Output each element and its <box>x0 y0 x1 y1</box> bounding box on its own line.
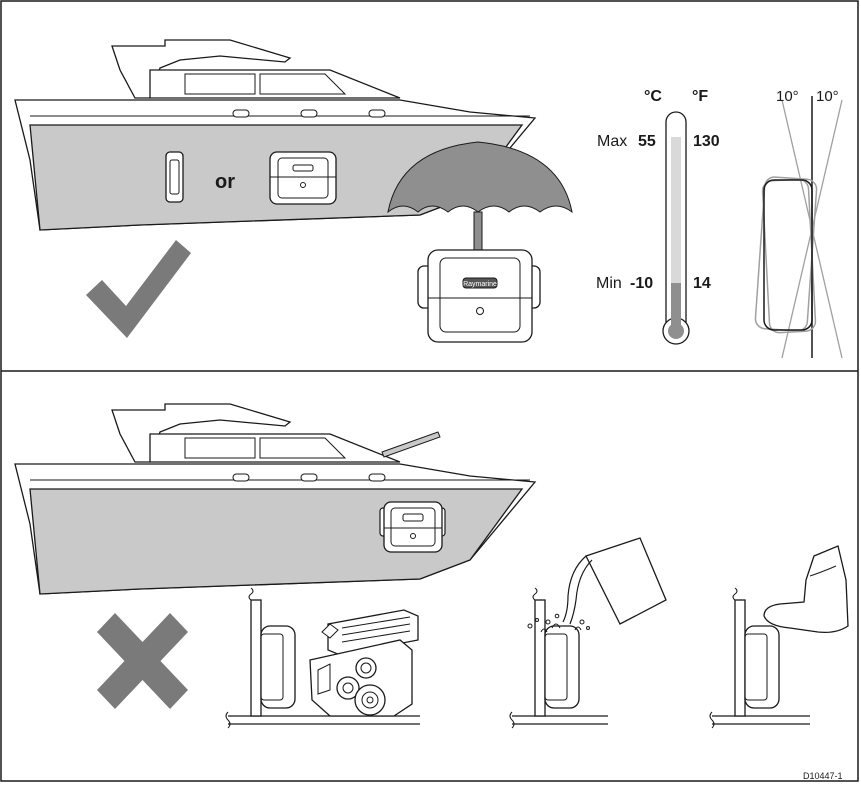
device-under-umbrella: Raymarine <box>417 249 541 343</box>
or-text: or <box>215 171 235 193</box>
celsius-unit: °C <box>644 88 662 105</box>
splash-droplets <box>527 613 590 633</box>
device-front-view <box>269 151 337 205</box>
fahrenheit-unit: °F <box>692 88 708 105</box>
tilt-right-angle: 10° <box>816 88 839 105</box>
min-celsius: -10 <box>630 275 653 292</box>
device-brand-label: Raymarine <box>463 281 497 288</box>
tilt-left-angle: 10° <box>776 88 799 105</box>
scene-foot-traffic <box>709 545 849 729</box>
check-mark-icon <box>86 240 191 338</box>
min-label: Min <box>596 275 622 292</box>
boat-bottom <box>14 403 537 595</box>
bucket-icon <box>585 537 667 625</box>
max-celsius: 55 <box>638 133 656 150</box>
device-outside-hull <box>379 501 446 553</box>
scene-water-splash <box>509 537 667 729</box>
engine-icon <box>309 609 419 717</box>
boot-icon <box>763 545 849 634</box>
max-fahrenheit: 130 <box>693 133 720 150</box>
boat-bottom-hull <box>29 488 524 595</box>
max-label: Max <box>597 133 627 150</box>
umbrella-icon <box>387 141 573 251</box>
tilt-diagram <box>754 96 843 359</box>
device-side-view <box>165 151 184 203</box>
min-fahrenheit: 14 <box>693 275 711 292</box>
cross-mark-icon <box>97 613 188 709</box>
scene-near-engine <box>225 587 420 729</box>
thermometer-icon <box>662 111 690 345</box>
figure-id: D10447-1 <box>803 771 843 781</box>
